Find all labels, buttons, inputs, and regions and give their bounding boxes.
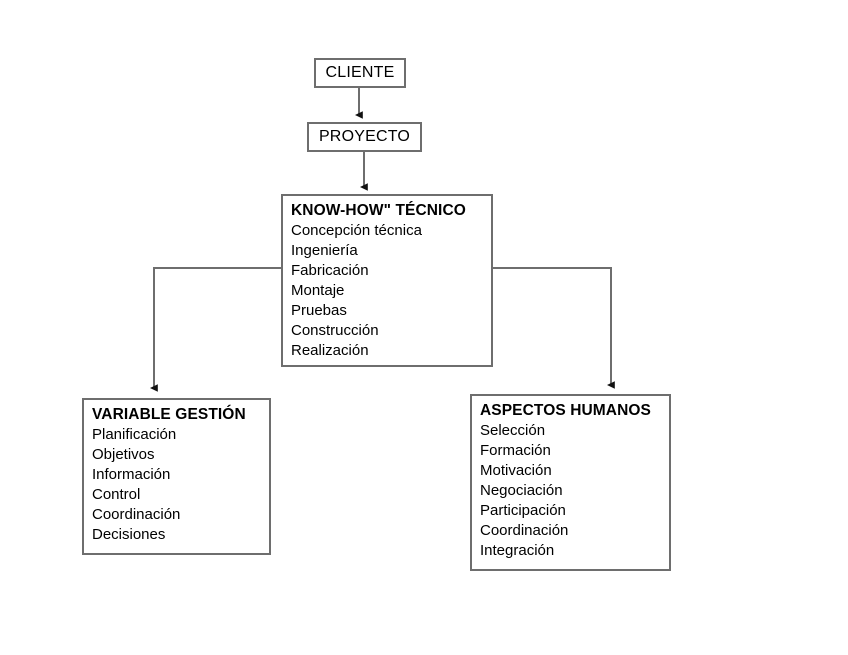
node-variable-gestion-title: VARIABLE GESTIÓN (92, 406, 246, 423)
list-item: Concepción técnica (291, 222, 422, 239)
node-variable-gestion-items: Planificación Objetivos Información Cont… (92, 425, 261, 545)
list-item: Formación (480, 442, 551, 459)
node-know-how-tecnico: KNOW-HOW" TÉCNICO Concepción técnica Ing… (281, 194, 493, 367)
list-item: Ingeniería (291, 242, 358, 259)
node-cliente-title: CLIENTE (325, 64, 395, 81)
list-item: Fabricación (291, 262, 369, 279)
list-item: Coordinación (92, 506, 181, 523)
node-know-how-tecnico-title: KNOW-HOW" TÉCNICO (291, 202, 466, 219)
list-item: Participación (480, 502, 566, 519)
connector-knowhow-humanos (493, 267, 615, 389)
list-item: Realización (291, 342, 369, 359)
list-item: Integración (480, 542, 555, 559)
list-item: Información (92, 466, 171, 483)
list-item: Selección (480, 422, 546, 439)
list-item: Pruebas (291, 302, 347, 319)
list-item: Construcción (291, 322, 379, 339)
node-proyecto: PROYECTO (307, 122, 422, 152)
list-item: Montaje (291, 282, 345, 299)
node-aspectos-humanos: ASPECTOS HUMANOS Selección Formación Mot… (470, 394, 671, 571)
list-item: Motivación (480, 462, 552, 479)
list-item: Coordinación (480, 522, 569, 539)
node-aspectos-humanos-title: ASPECTOS HUMANOS (480, 402, 651, 419)
list-item: Objetivos (92, 446, 155, 463)
node-variable-gestion: VARIABLE GESTIÓN Planificación Objetivos… (82, 398, 271, 555)
list-item: Decisiones (92, 526, 166, 543)
node-proyecto-title: PROYECTO (318, 128, 411, 145)
connector-knowhow-gestion (150, 267, 281, 392)
list-item: Control (92, 486, 141, 503)
node-aspectos-humanos-items: Selección Formación Motivación Negociaci… (480, 421, 661, 561)
node-know-how-tecnico-items: Concepción técnica Ingeniería Fabricació… (291, 221, 483, 361)
list-item: Planificación (92, 426, 177, 443)
list-item: Negociación (480, 482, 563, 499)
node-cliente: CLIENTE (314, 58, 406, 88)
